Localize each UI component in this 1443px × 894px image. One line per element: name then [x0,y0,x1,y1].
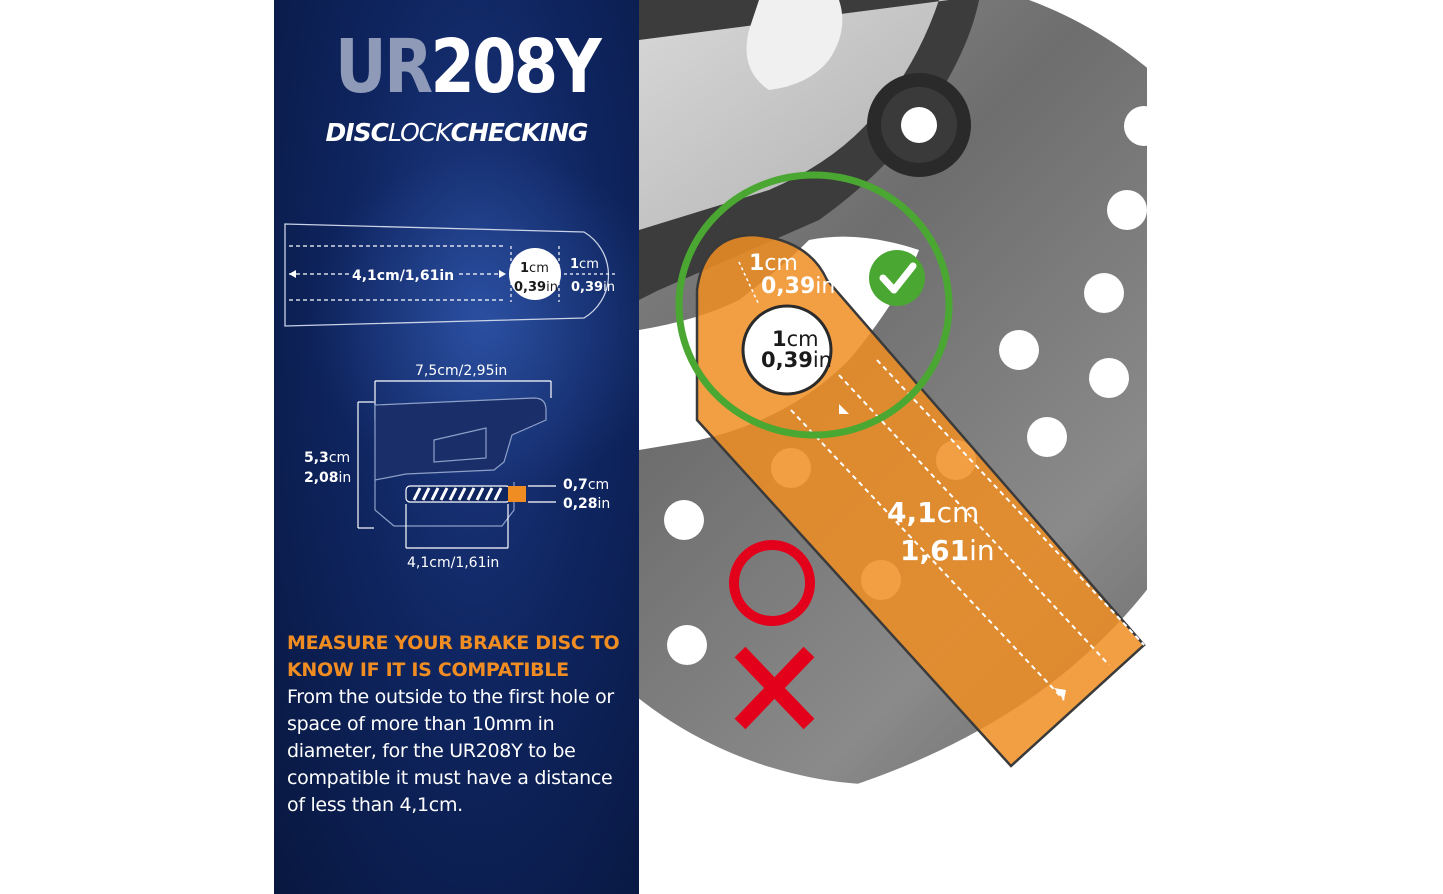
pin-cm: 0,7cm [563,477,609,493]
dimension-diagrams: 4,1cm/1,61in 1cm 0,39in 1cm 0,39in 7,5cm… [284,223,616,571]
strip-hole [741,304,833,396]
pin-outline [284,223,610,327]
disc-length-in: 1,61in [900,534,995,567]
hole-in: 0,39in [514,280,558,295]
lock-window [433,427,487,463]
disc-hub [639,0,949,230]
height-cm: 5,3cm [304,450,350,466]
subtitle-part1: DISC [325,118,389,147]
instruction-heading: MEASURE YOUR BRAKE DISC TO KNOW IF IT IS… [287,632,620,681]
brake-disc-illustration: 1cm 0,39in 1cm 0,39in 4,1cm 1,61in [639,0,1169,894]
measure-strip-outline [695,233,1146,768]
edge-measure-line [738,261,760,306]
product-subtitle: DISCLOCKCHECKING [294,118,619,147]
edge-in: 0,39in [571,280,615,295]
lock-jaw [374,480,515,527]
disc-hole-cm: 1cm [772,327,819,351]
pin-tip [508,486,526,502]
compatible-circle [675,171,953,439]
strip-line-3 [876,359,1145,646]
disc-edge-cm: 1cm [749,251,798,276]
disc-bolt-hole [901,107,937,143]
arrow-left [289,270,296,278]
length-arrow-top [839,404,849,414]
info-panel: UR208Y DISCLOCKCHECKING 4,1cm/1,61in 1cm… [274,0,639,894]
pin-profile-diagram: 4,1cm/1,61in 1cm 0,39in 1cm 0,39in [284,223,616,327]
subtitle-part2: LOCK [387,118,452,147]
circle-icon [729,540,815,626]
check-icon [869,250,925,306]
check-mark [879,262,917,294]
lock-body-diagram: 7,5cm/2,95in 5,3cm 2,08in [304,363,610,571]
disc-outer-background [639,560,1169,894]
pin-hole [509,248,561,300]
pin-length-label: 4,1cm/1,61in [352,268,454,284]
strip-line-2 [838,374,1110,666]
instruction-body: From the outside to the first hole or sp… [287,686,614,816]
disc-length-cm: 4,1cm [887,496,979,529]
subtitle-part3: CHECKING [450,118,589,147]
lock-depth-label: 4,1cm/1,61in [407,555,499,571]
length-arrow-bottom [1054,688,1066,700]
cross-icon [734,646,815,730]
hub-cutout [746,0,843,90]
lock-width-label: 7,5cm/2,95in [415,363,507,379]
product-title: UR208Y [335,22,602,112]
arrow-right [499,270,506,278]
disc-edge-in: 0,39in [761,274,835,299]
pin-stripes [412,487,503,501]
lock-body-shape [374,397,547,481]
edge-cm: 1cm [570,257,599,272]
pin-in: 0,28in [563,496,610,512]
title-prefix: UR [335,24,433,110]
strip-line-1 [790,409,1065,701]
disc-right-margin [1147,0,1169,894]
height-in: 2,08in [304,470,351,486]
disc-hole-in: 0,39in [761,348,832,372]
hole-cm: 1cm [520,261,549,276]
disc-drawing: 1cm 0,39in 1cm 0,39in 4,1cm 1,61in [639,0,1169,894]
title-number: 208Y [430,24,602,110]
